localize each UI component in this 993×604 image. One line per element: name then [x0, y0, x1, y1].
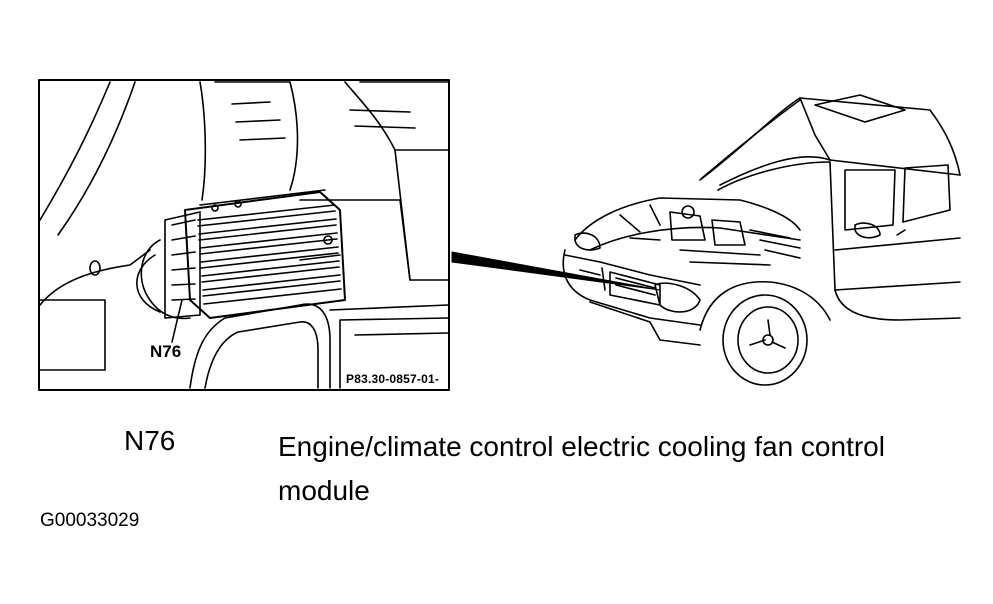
legend-code: N76: [124, 425, 176, 456]
vehicle-illustration: [562, 94, 961, 386]
figure-code: P83.30-0857-01-: [346, 372, 440, 386]
inset-component-label: N76: [150, 342, 182, 361]
inset-detail-view: [38, 79, 450, 391]
inset-frame: [38, 79, 450, 391]
inset-callout-line: [171, 299, 183, 343]
document-id: G00033029: [40, 510, 140, 531]
legend-description: Engine/climate control electric cooling …: [278, 431, 885, 506]
component-location-illustration: [38, 79, 961, 391]
location-pointer-arrow: [451, 251, 661, 291]
n76-module-body: [184, 189, 346, 319]
